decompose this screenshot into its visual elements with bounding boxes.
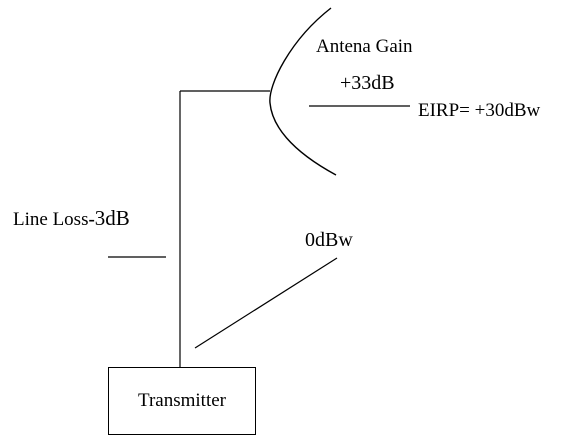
power-leader-line <box>194 257 338 349</box>
line-loss-value: 3dB <box>94 206 130 230</box>
transmitter-box: Transmitter <box>108 367 256 435</box>
antenna-gain-number: +33dB <box>340 72 395 94</box>
line-loss-dash: - <box>88 209 95 230</box>
transmitter-label: Transmitter <box>138 390 226 411</box>
antenna-gain-title: Antena Gain <box>316 36 413 57</box>
eirp-label: EIRP= +30dBw <box>418 101 540 120</box>
eirp-text: EIRP= +30dBw <box>418 100 541 121</box>
line-loss-prefix: Line Loss <box>13 209 89 230</box>
power-value: 0dBw <box>305 229 353 251</box>
antenna-gain-label: Antena Gain <box>316 37 413 56</box>
antenna-dish <box>269 7 337 176</box>
antenna-gain-value: +33dB <box>340 73 395 93</box>
power-label: 0dBw <box>305 230 353 250</box>
line-loss-label: Line Loss-3dB <box>13 206 130 230</box>
